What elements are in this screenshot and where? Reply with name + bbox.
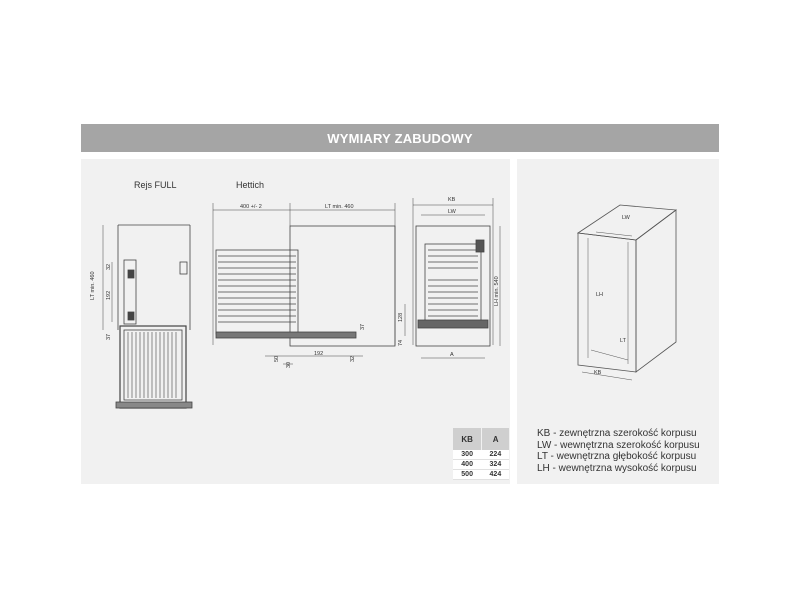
dim-32: 32 xyxy=(106,263,112,270)
hettich-side-view xyxy=(212,203,396,365)
dim-lt-min-460-top: LT min. 460 xyxy=(325,204,354,210)
cabinet-lh: LH xyxy=(596,292,604,298)
cabinet-lw: LW xyxy=(622,215,630,221)
legend-item-lh: LH - wewnętrzna wysokość korpusu xyxy=(537,462,697,474)
table-cell: 500 xyxy=(452,469,482,480)
legend: KB - zewnętrzna szerokość korpusu LW - w… xyxy=(537,428,700,474)
dim-192-bottom: 192 xyxy=(314,351,324,357)
dim-32-bottom: 32 xyxy=(350,355,356,362)
rejs-full-label: Rejs FULL xyxy=(134,180,177,190)
table-cell: 224 xyxy=(481,450,509,460)
table-cell: 324 xyxy=(481,459,509,470)
table-cell: 300 xyxy=(452,450,482,460)
cabinet-lt: LT xyxy=(620,338,627,344)
dim-400: 400 +/- 2 xyxy=(240,204,262,210)
dim-30: 30 xyxy=(286,361,292,368)
dim-192: 192 xyxy=(106,290,112,300)
dim-128: 128 xyxy=(398,312,404,322)
dim-37-left: 37 xyxy=(106,333,112,340)
cabinet-kb: KB xyxy=(594,370,602,376)
table-header-a: A xyxy=(481,428,509,450)
kb-a-table: KB A 300 224 400 324 500 424 xyxy=(451,428,509,480)
dim-50: 50 xyxy=(274,355,280,362)
rejs-side-view xyxy=(102,224,193,409)
table-cell: 424 xyxy=(481,469,509,480)
table-row: 500 424 xyxy=(452,469,509,480)
front-view xyxy=(404,198,501,359)
cabinet-isometric xyxy=(576,204,678,381)
dim-74: 74 xyxy=(398,339,404,346)
hettich-label: Hettich xyxy=(236,180,265,190)
section-title: WYMIARY ZABUDOWY xyxy=(327,130,473,146)
dim-kb: KB xyxy=(448,197,456,203)
dim-a: A xyxy=(450,352,454,358)
legend-item-kb: KB - zewnętrzna szerokość korpusu xyxy=(537,428,697,439)
cabinet-diagram-panel xyxy=(517,159,719,484)
dim-lh-min-540: LH min. 540 xyxy=(494,276,500,306)
dim-lt-min-460-side: LT min. 460 xyxy=(90,271,96,300)
table-row: 400 324 xyxy=(452,459,509,470)
dim-37-mid: 37 xyxy=(360,323,366,330)
legend-item-lw: LW - wewnętrzna szerokość korpusu xyxy=(537,439,700,451)
dim-lw: LW xyxy=(448,209,456,215)
legend-item-lt: LT - wewnętrzna głębokość korpusu xyxy=(537,451,697,462)
table-cell: 400 xyxy=(452,459,482,470)
table-row: 300 224 xyxy=(452,450,509,460)
table-header-kb: KB xyxy=(451,428,482,450)
section-header: WYMIARY ZABUDOWY xyxy=(81,124,719,152)
